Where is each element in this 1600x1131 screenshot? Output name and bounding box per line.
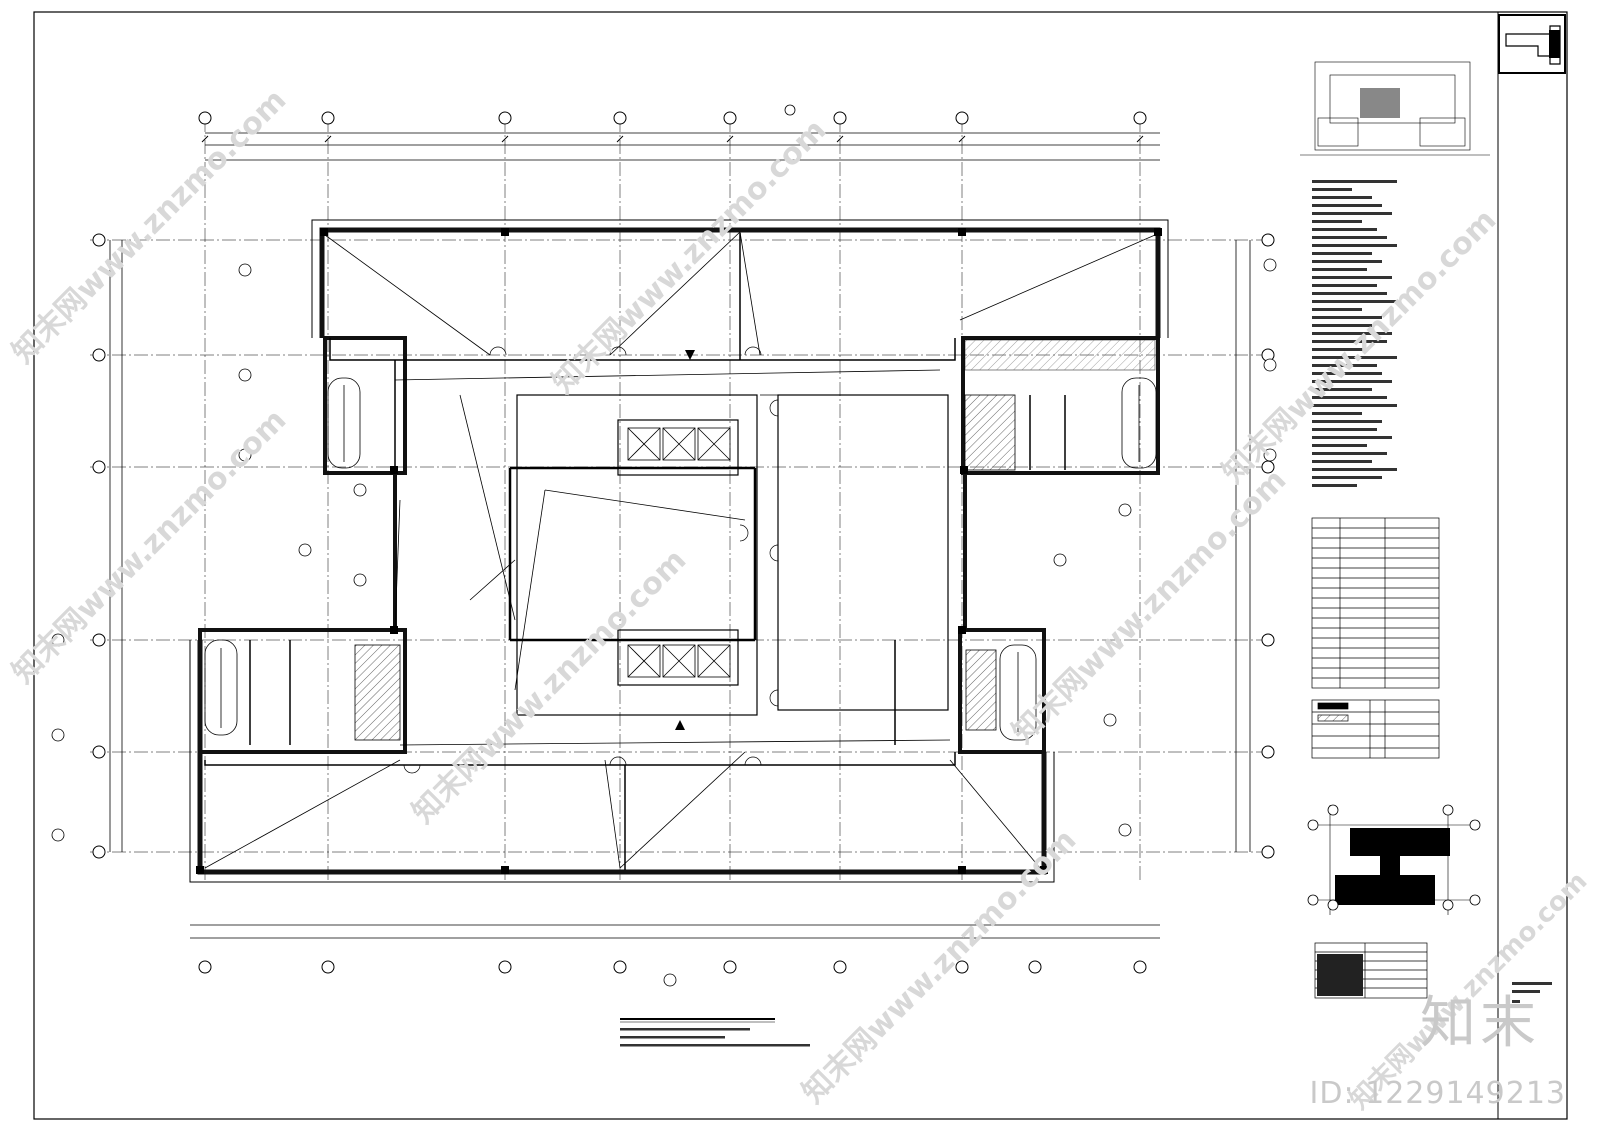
design-notes <box>1312 180 1397 487</box>
hatched-rooms <box>354 339 1156 741</box>
location-plan <box>1300 61 1490 156</box>
sheet-border <box>33 11 1568 1120</box>
drawing-title-notes <box>620 1028 810 1047</box>
watermark-id: ID: 1229149213 <box>1309 1076 1566 1111</box>
grid-bubbles <box>92 111 1275 974</box>
area-summary-table <box>1314 942 1428 999</box>
dimension-ticks <box>201 135 1144 143</box>
legend-table <box>1311 699 1440 759</box>
stair-cores <box>204 377 1157 741</box>
key-plan-box <box>1498 14 1566 74</box>
annotation-markers <box>51 104 1277 987</box>
section-markers <box>675 350 695 730</box>
dimension-lines <box>109 132 1251 939</box>
fire-compartment-diagram <box>1307 804 1481 915</box>
exterior-walls <box>197 227 1161 875</box>
drawing-title-underline <box>620 1018 775 1023</box>
core-walls <box>198 336 1160 754</box>
elevator-shafts <box>627 427 731 678</box>
door-swings <box>403 346 779 774</box>
atrium-outline <box>508 394 949 716</box>
watermark-brand: 知末 <box>1420 991 1540 1056</box>
exterior-wall-outline <box>189 219 1169 883</box>
key-plan-logo-block <box>1549 30 1560 58</box>
floor-height-table <box>1311 517 1440 689</box>
title-block-text <box>1512 982 1552 1003</box>
partitions <box>204 233 1066 870</box>
wall-columns <box>196 228 1162 874</box>
key-plan-logo-icon <box>1505 25 1561 65</box>
pipe-routing-lines <box>204 231 1156 869</box>
